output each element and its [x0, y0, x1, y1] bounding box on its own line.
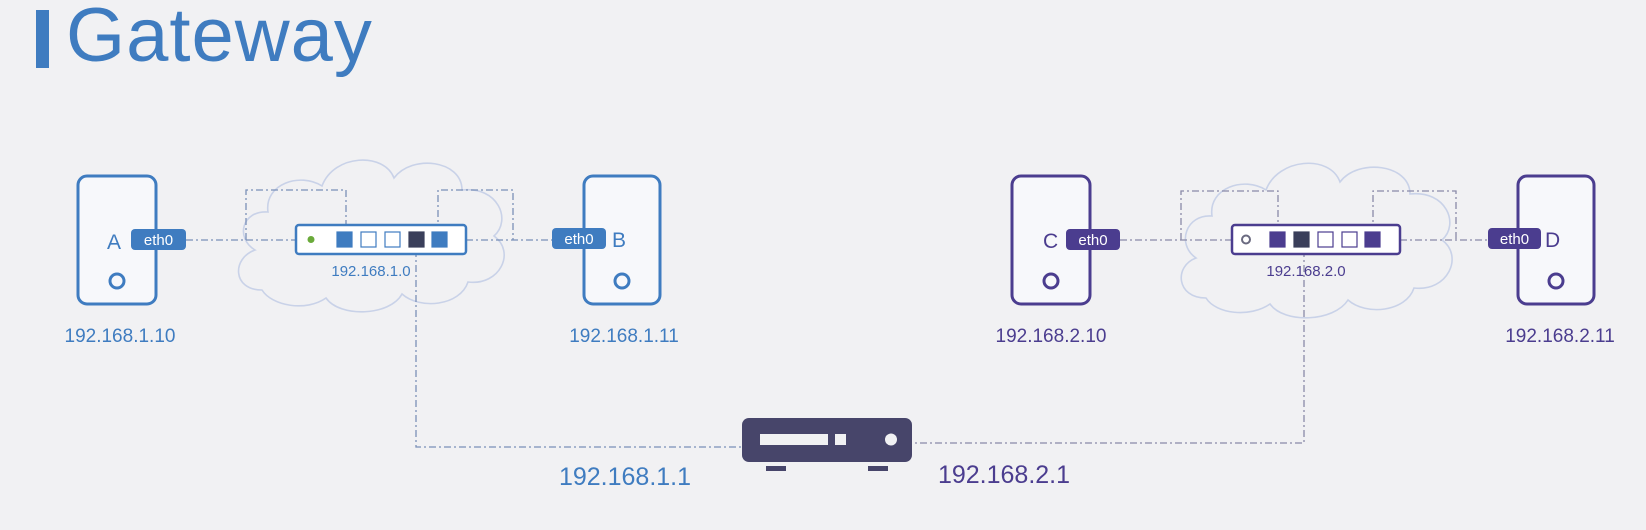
interface-badge	[131, 229, 186, 250]
title-accent-bar	[36, 10, 49, 68]
switch-icon[interactable]	[1230, 223, 1402, 256]
interface-badge	[1066, 229, 1120, 250]
host-label-c: C	[1043, 230, 1058, 253]
interface-badge	[1488, 228, 1541, 249]
interface-label: eth0	[564, 231, 593, 248]
server-icon[interactable]	[582, 174, 662, 306]
right-network: C eth0 192.168.2.0 eth0 D	[912, 162, 1615, 489]
left-network: A eth0 192.168.1.0 eth0 B	[65, 159, 742, 491]
page-title: Gateway	[66, 0, 373, 78]
link-lines	[186, 189, 742, 448]
network-address-label: 192.168.2.0	[1266, 263, 1345, 280]
host-ip-label: 192.168.2.10	[996, 326, 1107, 347]
interface-label: eth0	[1078, 232, 1107, 249]
host-label-d: D	[1545, 229, 1560, 252]
host-ip-label: 192.168.1.11	[569, 326, 679, 347]
cloud-icon	[1180, 162, 1453, 319]
switch-icon[interactable]	[294, 223, 468, 256]
gateway-ip-label: 192.168.1.1	[559, 463, 691, 491]
host-ip-label: 192.168.2.11	[1505, 326, 1615, 347]
gateway-ip-label: 192.168.2.1	[938, 461, 1070, 489]
interface-badge	[552, 228, 606, 249]
network-address-label: 192.168.1.0	[331, 263, 410, 280]
interface-label: eth0	[1500, 231, 1529, 248]
interface-label: eth0	[144, 232, 173, 249]
link-lines	[912, 190, 1490, 444]
host-ip-label: 192.168.1.10	[65, 326, 176, 347]
router-icon[interactable]	[742, 418, 912, 471]
host-label-a: A	[107, 231, 121, 254]
host-label-b: B	[612, 229, 626, 252]
